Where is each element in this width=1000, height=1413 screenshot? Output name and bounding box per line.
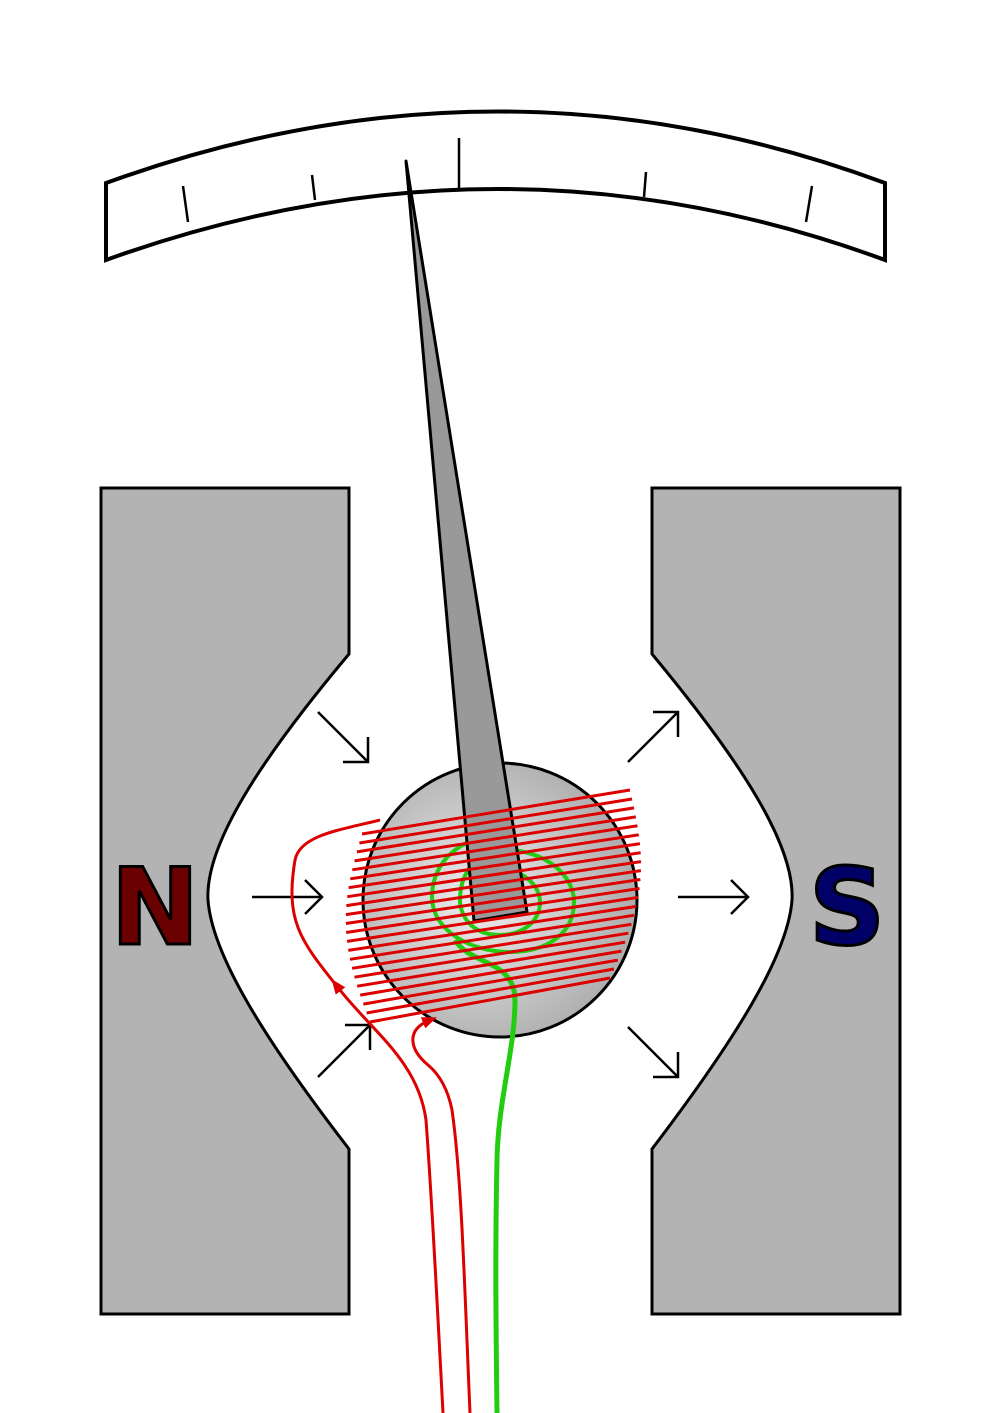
field-arrow (317, 1023, 372, 1078)
coil-winding (354, 815, 637, 863)
coil-winding (359, 949, 622, 997)
coil-winding (348, 842, 641, 890)
spring-lead-wire (452, 938, 518, 1413)
coil-winding (345, 869, 642, 917)
coil-winding (369, 976, 611, 1024)
coil-lead-in (331, 979, 445, 1413)
scale-ticks (181, 138, 814, 223)
north-label: N (111, 846, 200, 969)
coil-winding (349, 913, 635, 961)
south-pole-piece (650, 486, 902, 1316)
coil-winding (366, 967, 615, 1015)
coil-lead-wire (290, 818, 381, 986)
field-arrow (627, 710, 680, 763)
coil-winding (356, 940, 626, 988)
coil-winding (354, 931, 629, 979)
coil-winding (346, 895, 639, 943)
hairspring (429, 834, 577, 1413)
field-arrows (252, 710, 750, 1079)
field-arrow (317, 711, 370, 764)
coil-winding (346, 860, 642, 908)
scale-tick-minor (310, 174, 317, 201)
coil-winding (350, 833, 640, 881)
field-arrow (252, 879, 324, 915)
coil-winding (347, 851, 641, 899)
coil-winding (348, 904, 637, 952)
scale-tick-minor (642, 171, 648, 198)
coil-winding (361, 788, 631, 836)
scale-dial (104, 109, 887, 263)
scale-tick-minor (804, 185, 814, 223)
coil-windings (345, 788, 642, 1024)
coil-lead-out (411, 1017, 472, 1413)
coil-leads (290, 818, 472, 1413)
coil-winding (345, 887, 640, 934)
coil-winding (345, 878, 641, 925)
field-arrow (627, 1026, 680, 1079)
coil-winding (363, 958, 619, 1006)
south-label: S (809, 846, 885, 969)
field-arrow (678, 879, 750, 915)
pointer-needle (404, 159, 529, 923)
coil-winding (351, 922, 632, 970)
coil-winding (352, 824, 638, 872)
coil-winding (359, 797, 633, 845)
coil-winding (356, 806, 635, 854)
north-pole-piece (99, 486, 351, 1316)
scale-tick-minor (181, 185, 190, 223)
spring-coil (429, 834, 577, 955)
scale-band (104, 109, 887, 263)
